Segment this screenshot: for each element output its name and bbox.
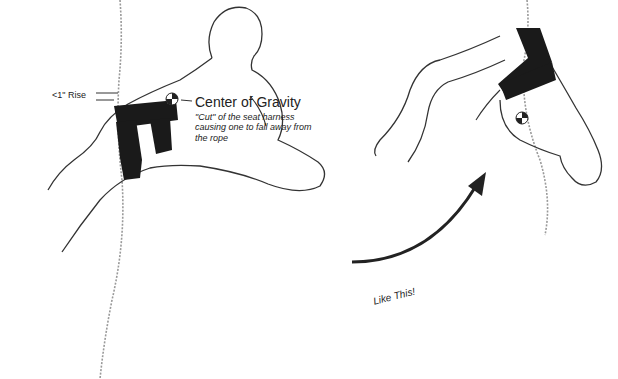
center-of-gravity-symbol	[166, 93, 178, 105]
rise-mark	[96, 100, 114, 101]
rise-mark	[96, 93, 118, 94]
body-outline	[48, 58, 212, 190]
transition-arrow	[352, 186, 476, 262]
arrow-head	[468, 172, 486, 196]
arrow-label: Like This!	[372, 286, 416, 308]
rise-label: <1" Rise	[52, 90, 86, 100]
center-of-gravity-symbol	[516, 112, 528, 124]
leg-loop	[150, 118, 172, 154]
arm-outline	[476, 90, 500, 120]
waist-belt	[500, 62, 556, 100]
harness-note: "Cut" of the seat harness causing one to…	[195, 112, 313, 143]
leg-loop	[116, 120, 142, 180]
leg-outline	[375, 36, 500, 156]
center-of-gravity-label: Center of Gravity	[195, 94, 301, 110]
leader-line	[181, 100, 192, 101]
leg-outline	[408, 60, 505, 162]
torso-outline	[500, 60, 602, 185]
